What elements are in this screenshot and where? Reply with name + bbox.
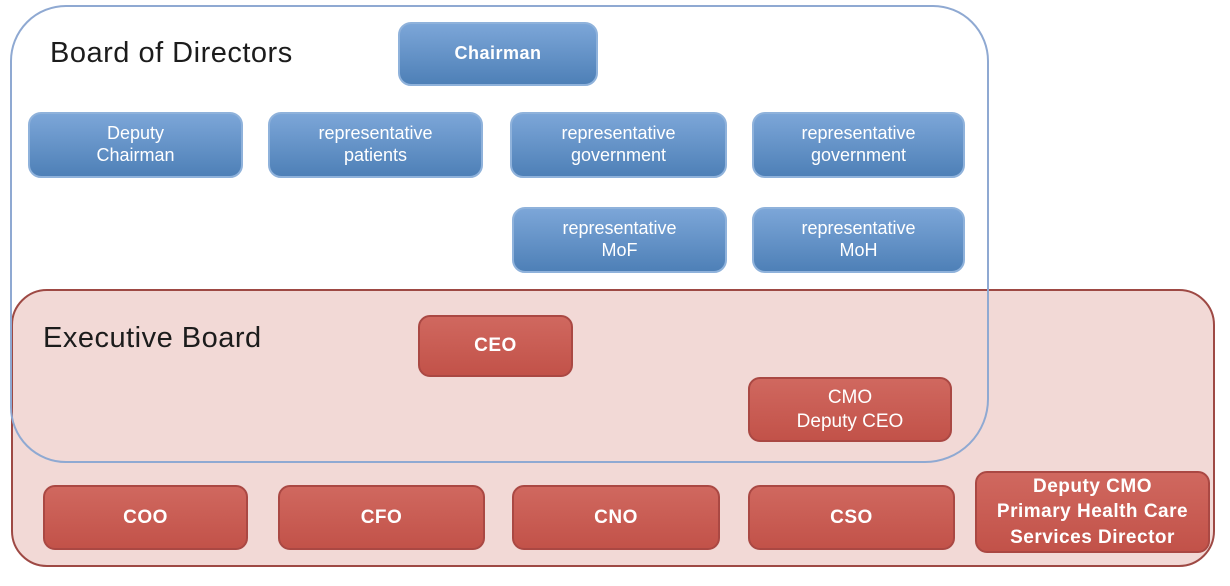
box-representative-moh: representative MoH: [752, 207, 965, 273]
box-cno: CNO: [512, 485, 720, 550]
board-of-directors-title: Board of Directors: [50, 37, 293, 69]
box-representative-mof: representative MoF: [512, 207, 727, 273]
executive-board-container: Executive Board CEO CMO Deputy CEO COO C…: [11, 289, 1215, 567]
box-coo: COO: [43, 485, 248, 550]
box-cmo-deputy-ceo: CMO Deputy CEO: [748, 377, 952, 442]
executive-board-title: Executive Board: [43, 322, 262, 354]
board-of-directors-container: Board of Directors Chairman Deputy Chair…: [10, 5, 989, 463]
box-deputy-chairman: Deputy Chairman: [28, 112, 243, 178]
box-representative-patients: representative patients: [268, 112, 483, 178]
box-chairman: Chairman: [398, 22, 598, 86]
box-representative-government-2: representative government: [752, 112, 965, 178]
box-representative-government-1: representative government: [510, 112, 727, 178]
box-ceo: CEO: [418, 315, 573, 377]
box-cso: CSO: [748, 485, 955, 550]
box-cfo: CFO: [278, 485, 485, 550]
box-deputy-cmo-phc-services-director: Deputy CMO Primary Health Care Services …: [975, 471, 1210, 553]
